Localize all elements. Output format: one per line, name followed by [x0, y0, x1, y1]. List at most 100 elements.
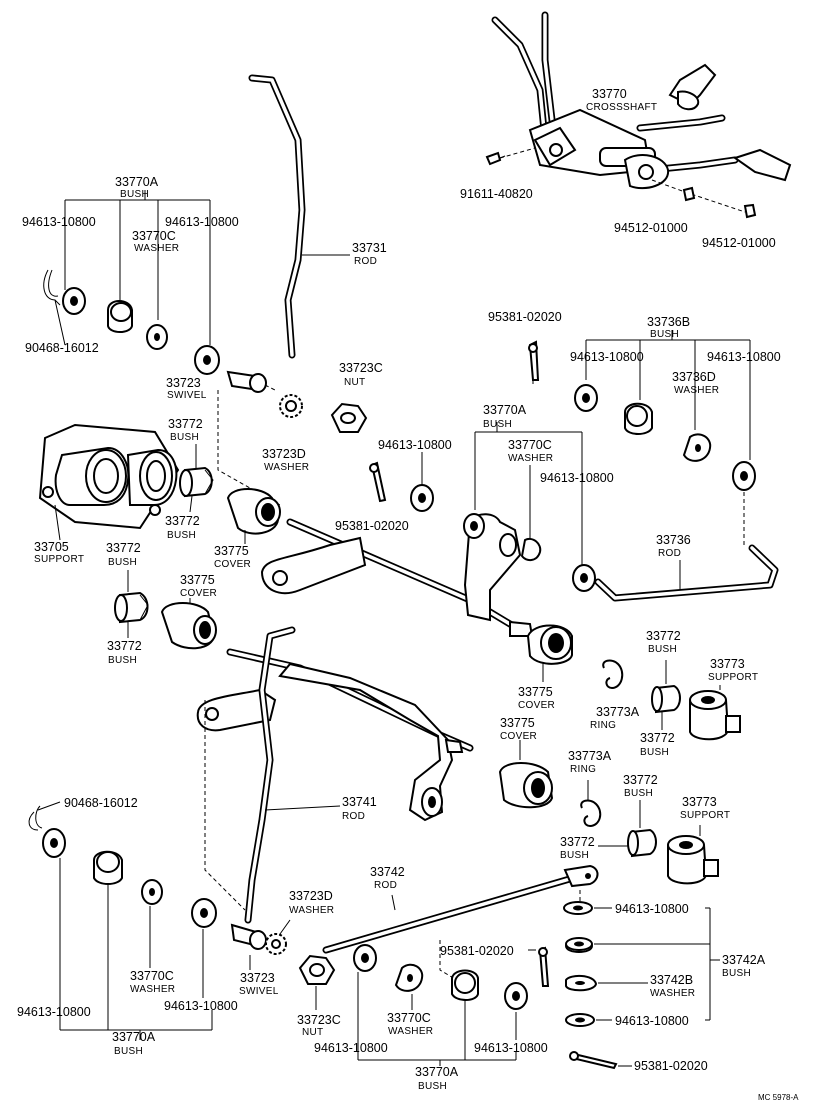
label-wsh-tl-2: 94613-10800	[165, 215, 239, 229]
label-bush-772-c-word: BUSH	[108, 557, 137, 568]
label-cover-775-d-word: COVER	[500, 731, 537, 742]
label-cotter-br: 95381-02020	[634, 1059, 708, 1073]
label-swivel-top-word: SWIVEL	[167, 390, 207, 401]
label-wsh-br-1: 94613-10800	[615, 902, 689, 916]
label-support-773-b-num: 33773	[682, 795, 717, 809]
label-washer-736d-num: 33736D	[672, 370, 716, 384]
nut-bottom	[298, 954, 336, 1010]
bush-33772-mid	[114, 570, 149, 638]
label-ring-773a-b-word: RING	[570, 764, 596, 775]
cotter-bottom-mid	[528, 946, 550, 987]
label-support-773-b-word: SUPPORT	[680, 810, 730, 821]
label-cover-775-a-word: COVER	[214, 559, 251, 570]
label-bush-772-b-num: 33772	[165, 514, 200, 528]
bush-group-bottom-mid	[353, 944, 528, 1066]
label-support-773-a-num: 33773	[710, 657, 745, 671]
label-washer-mid-num: 33770C	[508, 438, 552, 452]
label-washer-d-bot-num: 33723D	[289, 889, 333, 903]
label-wsh-tl-1: 94613-10800	[22, 215, 96, 229]
bush-group-top-left	[43, 190, 220, 375]
label-washer-742b-word: WASHER	[650, 988, 695, 999]
cotter-mid	[369, 461, 387, 503]
label-cotter-top: 95381-02020	[488, 310, 562, 324]
label-bush-772-f-word: BUSH	[640, 747, 669, 758]
label-washer-mid-word: WASHER	[508, 453, 553, 464]
label-washer-bl-num: 33770C	[130, 969, 174, 983]
label-cover-775-b-num: 33775	[180, 573, 215, 587]
label-washer-bm-word: WASHER	[388, 1026, 433, 1037]
label-rod-741-num: 33741	[342, 795, 377, 809]
label-wsh-736-2: 94613-10800	[707, 350, 781, 364]
cover-33775-d	[498, 740, 554, 809]
rod-33736	[594, 544, 779, 602]
label-pin-bl: 90468-16012	[64, 796, 138, 810]
label-bush-group-mid-word: BUSH	[483, 419, 512, 430]
label-nut-bot-num: 33723C	[297, 1013, 341, 1027]
label-washer-d-top-word: WASHER	[264, 462, 309, 473]
label-bolt-num: 91611-40820	[460, 187, 533, 201]
ring-33773a-a	[602, 659, 624, 690]
label-crossshaft-num: 33770	[592, 87, 627, 101]
washer-d-top	[279, 394, 303, 418]
label-bush-772-d-word: BUSH	[108, 655, 137, 666]
label-rod-736-word: ROD	[658, 548, 681, 559]
label-washer-b-num: 94512-01000	[702, 236, 776, 250]
label-washer-742b-num: 33742B	[650, 973, 693, 987]
label-washer-tl-word: WASHER	[134, 243, 179, 254]
bush-33772-right-b	[598, 800, 657, 858]
label-bush-group-tl-num: 33770A	[115, 175, 159, 189]
cover-33775-a	[226, 488, 281, 544]
lower-shift-shaft	[196, 648, 474, 822]
bush-group-bottom-left	[28, 801, 217, 1040]
label-rod-33731-word: ROD	[354, 256, 377, 267]
label-washer-tl-num: 33770C	[132, 229, 176, 243]
bush-group-742a	[563, 901, 720, 1027]
label-wsh-bl-2: 94613-10800	[164, 999, 238, 1013]
label-washer-bm-num: 33770C	[387, 1011, 431, 1025]
label-bush-772-h-word: BUSH	[560, 850, 589, 861]
label-bush-772-f-num: 33772	[640, 731, 675, 745]
label-wsh-bm-1: 94613-10800	[314, 1041, 388, 1055]
label-washer-d-top-num: 33723D	[262, 447, 306, 461]
ring-33773a-b	[580, 780, 602, 828]
label-wsh-mid-1: 94613-10800	[378, 438, 452, 452]
upper-shift-shaft	[260, 513, 534, 637]
label-rod-742-num: 33742	[370, 865, 405, 879]
label-bush-group-bm-num: 33770A	[415, 1065, 459, 1079]
label-cover-775-d-num: 33775	[500, 716, 535, 730]
rod-33741	[204, 626, 341, 924]
swivel-top	[217, 370, 281, 506]
label-bush-group-742a-word: BUSH	[722, 968, 751, 979]
label-support-773-a-word: SUPPORT	[708, 672, 758, 683]
bush-33772-right-a	[651, 660, 681, 730]
label-rod-741-word: ROD	[342, 811, 365, 822]
support-33773-b	[667, 825, 719, 885]
label-bush-772-g-num: 33772	[623, 773, 658, 787]
support-33773-a	[689, 685, 741, 741]
crossshaft-assembly	[485, 11, 792, 219]
cotter-bottom-right	[569, 1051, 632, 1070]
label-ring-773a-a-num: 33773A	[596, 705, 640, 719]
cover-33775-b	[160, 598, 217, 650]
label-bush-group-tl-word: BUSH	[120, 189, 149, 200]
label-bush-group-bl-num: 33770A	[112, 1030, 156, 1044]
label-ring-773a-a-word: RING	[590, 720, 616, 731]
bush-group-736b	[574, 330, 756, 545]
label-bush-group-mid-num: 33770A	[483, 403, 527, 417]
label-bush-772-e-word: BUSH	[648, 644, 677, 655]
bush-group-mid	[410, 422, 596, 592]
swivel-bottom	[230, 919, 291, 970]
label-nut-top-num: 33723C	[339, 361, 383, 375]
label-rod-736-num: 33736	[656, 533, 691, 547]
label-bush-group-742a-num: 33742A	[722, 953, 766, 967]
label-washer-d-bot-word: WASHER	[289, 905, 334, 916]
label-crossshaft-word: CROSSSHAFT	[586, 102, 657, 113]
label-cover-775-a-num: 33775	[214, 544, 249, 558]
label-bush-group-736b-word: BUSH	[650, 329, 679, 340]
rod-33731	[248, 74, 350, 359]
label-cotter-mid: 95381-02020	[335, 519, 409, 533]
bush-33772-top	[179, 444, 214, 513]
label-wsh-br-2: 94613-10800	[615, 1014, 689, 1028]
label-nut-bot-word: NUT	[302, 1027, 323, 1038]
